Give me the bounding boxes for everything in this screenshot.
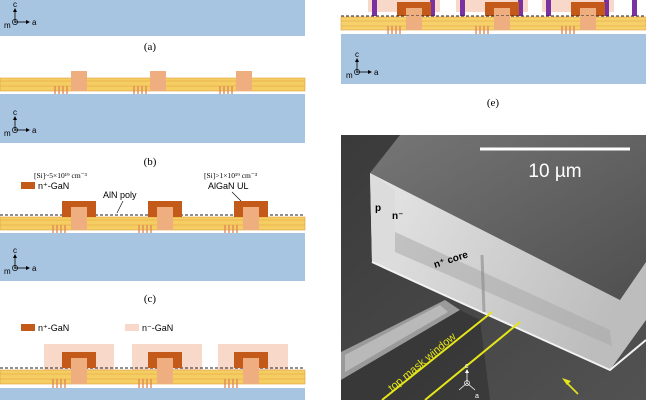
- axis-c-label: c: [13, 0, 17, 9]
- axis-a-label: a: [32, 264, 37, 273]
- panel-d-algan-layer: [0, 369, 306, 385]
- panel-b-axes: c m a: [4, 108, 37, 138]
- axis-a-label: a: [475, 393, 479, 400]
- panel-a: c m a (a): [0, 0, 305, 53]
- sem-top-face: [370, 135, 646, 300]
- aln-poly-label: AlN poly: [103, 190, 137, 200]
- axis-c-label: c: [465, 363, 469, 370]
- panel-b-label: (b): [144, 156, 157, 168]
- si-concentration-right: [Si]>1×10¹⁹ cm⁻³: [204, 171, 258, 180]
- panel-e-axes: c m a: [346, 50, 379, 80]
- sem-label-p: p: [375, 203, 381, 214]
- panel-c: n⁺-GaN [Si]~5×10¹⁹ cm⁻³ [Si]>1×10¹⁹ cm⁻³…: [0, 171, 306, 305]
- si-concentration-left: [Si]~5×10¹⁹ cm⁻³: [34, 171, 88, 180]
- panel-b-pillars: [71, 71, 252, 91]
- panel-a-axes: c m a: [4, 0, 37, 30]
- sem-image: 10 µm p n⁻ n⁺ core top mask window c a: [341, 135, 646, 400]
- panel-b-stripes: [54, 86, 233, 94]
- panel-e-pillars-over: [406, 16, 596, 30]
- panel-e-algan-layer: [340, 16, 646, 31]
- sem-arrow-icon: [562, 378, 579, 395]
- legend-nplus-text: n⁺-GaN: [38, 181, 69, 191]
- panel-c-stripes: [52, 225, 238, 233]
- legend-d-nminus-text: n⁻-GaN: [142, 323, 173, 333]
- axis-m-label: m: [4, 129, 11, 138]
- legend-d-nplus-text: n⁺-GaN: [38, 323, 69, 333]
- algan-ul-label: AlGaN UL: [208, 181, 249, 191]
- axis-c-label: c: [355, 50, 359, 59]
- legend-nplus-swatch: [21, 182, 35, 189]
- sem-mask-window-lines: [381, 311, 521, 400]
- panel-e: c m a (e): [340, 0, 646, 109]
- axis-a-label: a: [32, 18, 37, 27]
- panel-c-substrate: [0, 233, 305, 281]
- axis-m-label: m: [4, 267, 11, 276]
- sem-axes: c a: [458, 363, 479, 400]
- axis-c-label: c: [13, 246, 17, 255]
- panel-b-substrate: [0, 94, 305, 143]
- axis-a-label: a: [374, 68, 379, 77]
- panel-d-substrate: [0, 388, 305, 400]
- panel-d-stripes: [52, 379, 238, 388]
- axis-m-label: m: [4, 21, 11, 30]
- panel-c-nplus-caps: [62, 201, 268, 230]
- legend-d-nplus-swatch: [21, 324, 35, 331]
- panel-c-algan-layer: [0, 216, 306, 231]
- legend-d-nminus-swatch: [125, 324, 139, 331]
- axis-c-label: c: [13, 108, 17, 117]
- panel-a-label: (a): [144, 41, 157, 53]
- axis-a-label: a: [32, 126, 37, 135]
- panel-a-substrate: [0, 0, 305, 36]
- sem-core-band: [395, 232, 612, 346]
- panel-c-label: (c): [144, 293, 157, 305]
- panel-e-label: (e): [487, 97, 500, 109]
- sem-end-face: [370, 173, 395, 262]
- panel-d: n⁺-GaN n⁻-GaN: [0, 323, 306, 400]
- panel-e-substrate: [341, 34, 646, 84]
- sem-scalebar-label: 10 µm: [528, 161, 581, 182]
- panel-e-stripes: [387, 26, 575, 34]
- panel-d-nplus-caps: [62, 352, 268, 384]
- sem-label-nminus: n⁻: [392, 211, 403, 222]
- axis-m-label: m: [346, 71, 353, 80]
- aln-leader: [116, 200, 124, 214]
- panel-b: c m a (b): [0, 71, 306, 168]
- panel-e-purple-contacts: [372, 0, 637, 16]
- panel-c-axes: c m a: [4, 246, 37, 276]
